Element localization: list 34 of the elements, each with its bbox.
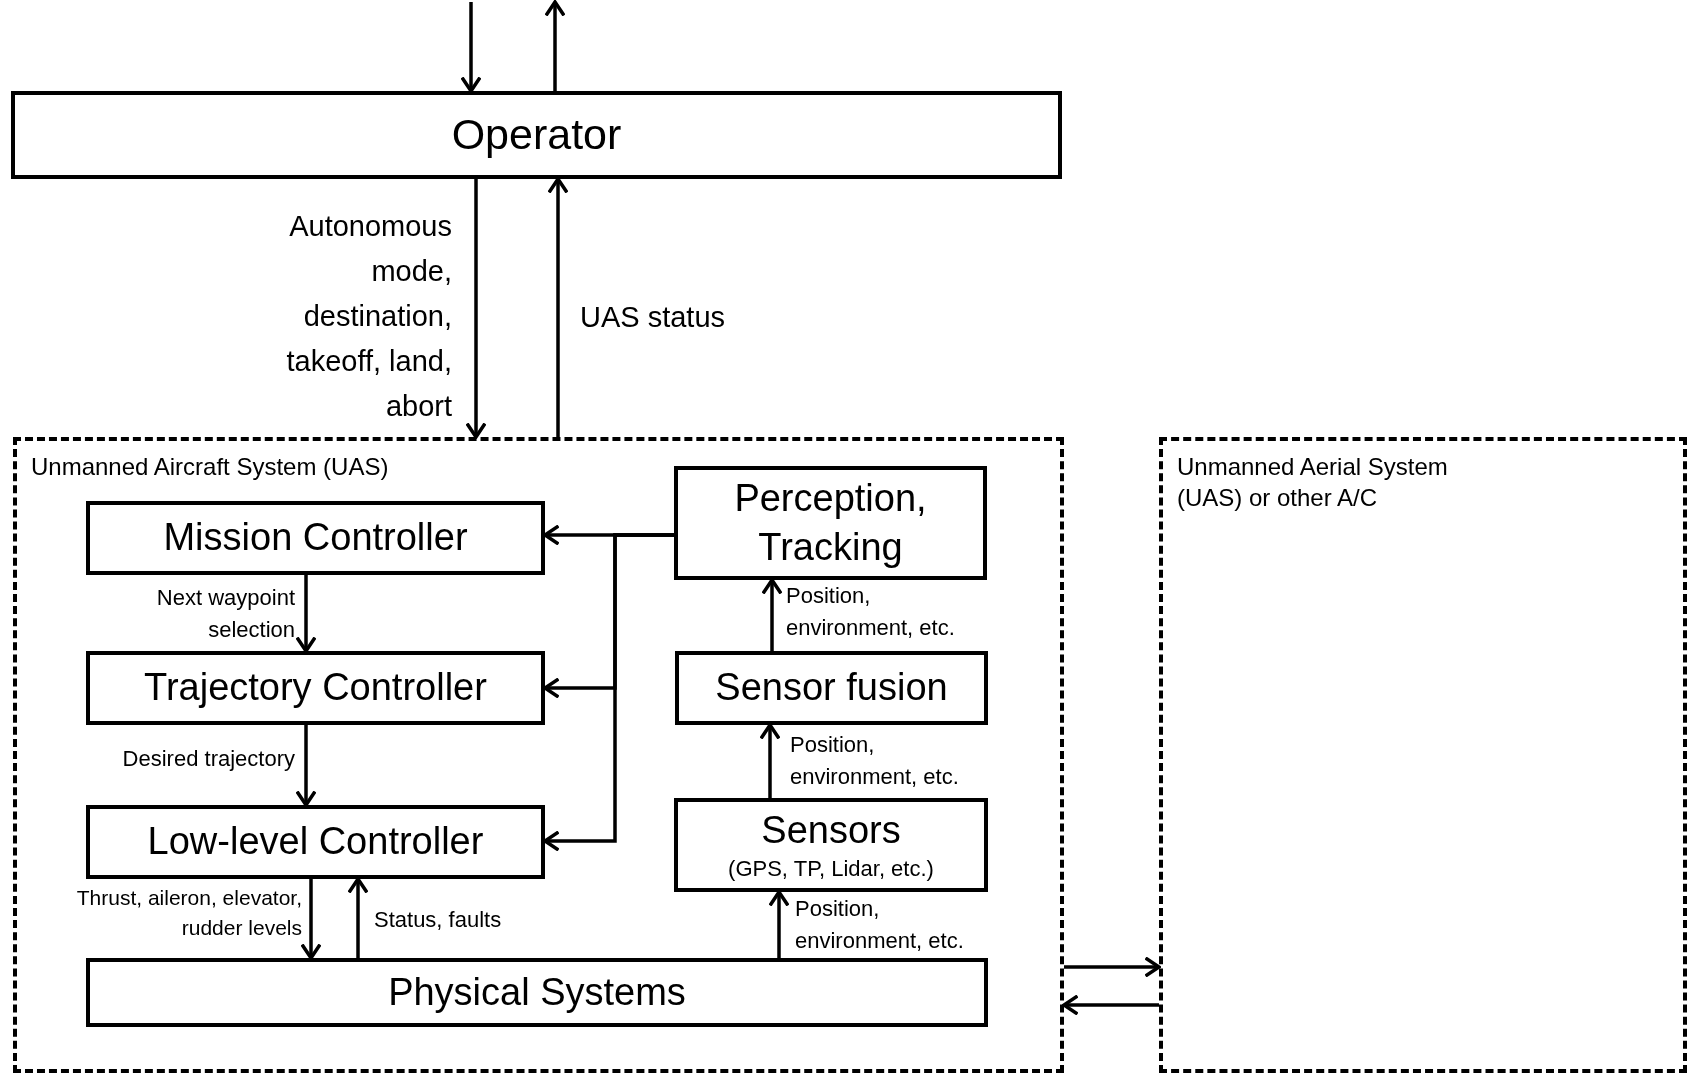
box-label: Operator <box>451 109 622 161</box>
process-box <box>86 805 545 879</box>
arrow <box>1064 957 1161 977</box>
process-box <box>86 501 545 575</box>
box-label: Physical Systems <box>388 969 686 1015</box>
arrow <box>461 2 481 93</box>
boundary-title: Unmanned Aerial System (UAS) or other A/C <box>1177 452 1449 514</box>
arrow <box>296 725 316 807</box>
box-label: Low-level Controller <box>147 819 484 865</box>
arrow <box>348 877 368 958</box>
arrow <box>762 578 782 651</box>
box-label: Mission Controller <box>163 515 468 561</box>
process-box <box>86 958 988 1027</box>
arrow <box>296 575 316 653</box>
arrow <box>769 890 789 958</box>
process-box <box>674 466 987 580</box>
box-label: Sensor fusion <box>715 665 948 711</box>
arrow <box>466 179 486 439</box>
arrow <box>1062 995 1159 1015</box>
arrow <box>301 879 321 960</box>
process-box <box>674 798 988 892</box>
arrow <box>548 177 568 437</box>
arrow <box>545 0 565 91</box>
system-boundary <box>1159 437 1687 1073</box>
boundary-title: Unmanned Aircraft System (UAS) <box>31 452 389 482</box>
box-label: Perception, Tracking <box>733 475 928 570</box>
arrow <box>760 723 780 798</box>
system-boundary <box>13 437 1064 1073</box>
process-box <box>86 651 545 725</box>
process-box <box>11 91 1062 179</box>
process-box <box>675 651 988 725</box>
box-label: Sensors <box>761 808 901 853</box>
box-sublabel: (GPS, TP, Lidar, etc.) <box>728 855 934 884</box>
box-label: Trajectory Controller <box>144 665 487 711</box>
